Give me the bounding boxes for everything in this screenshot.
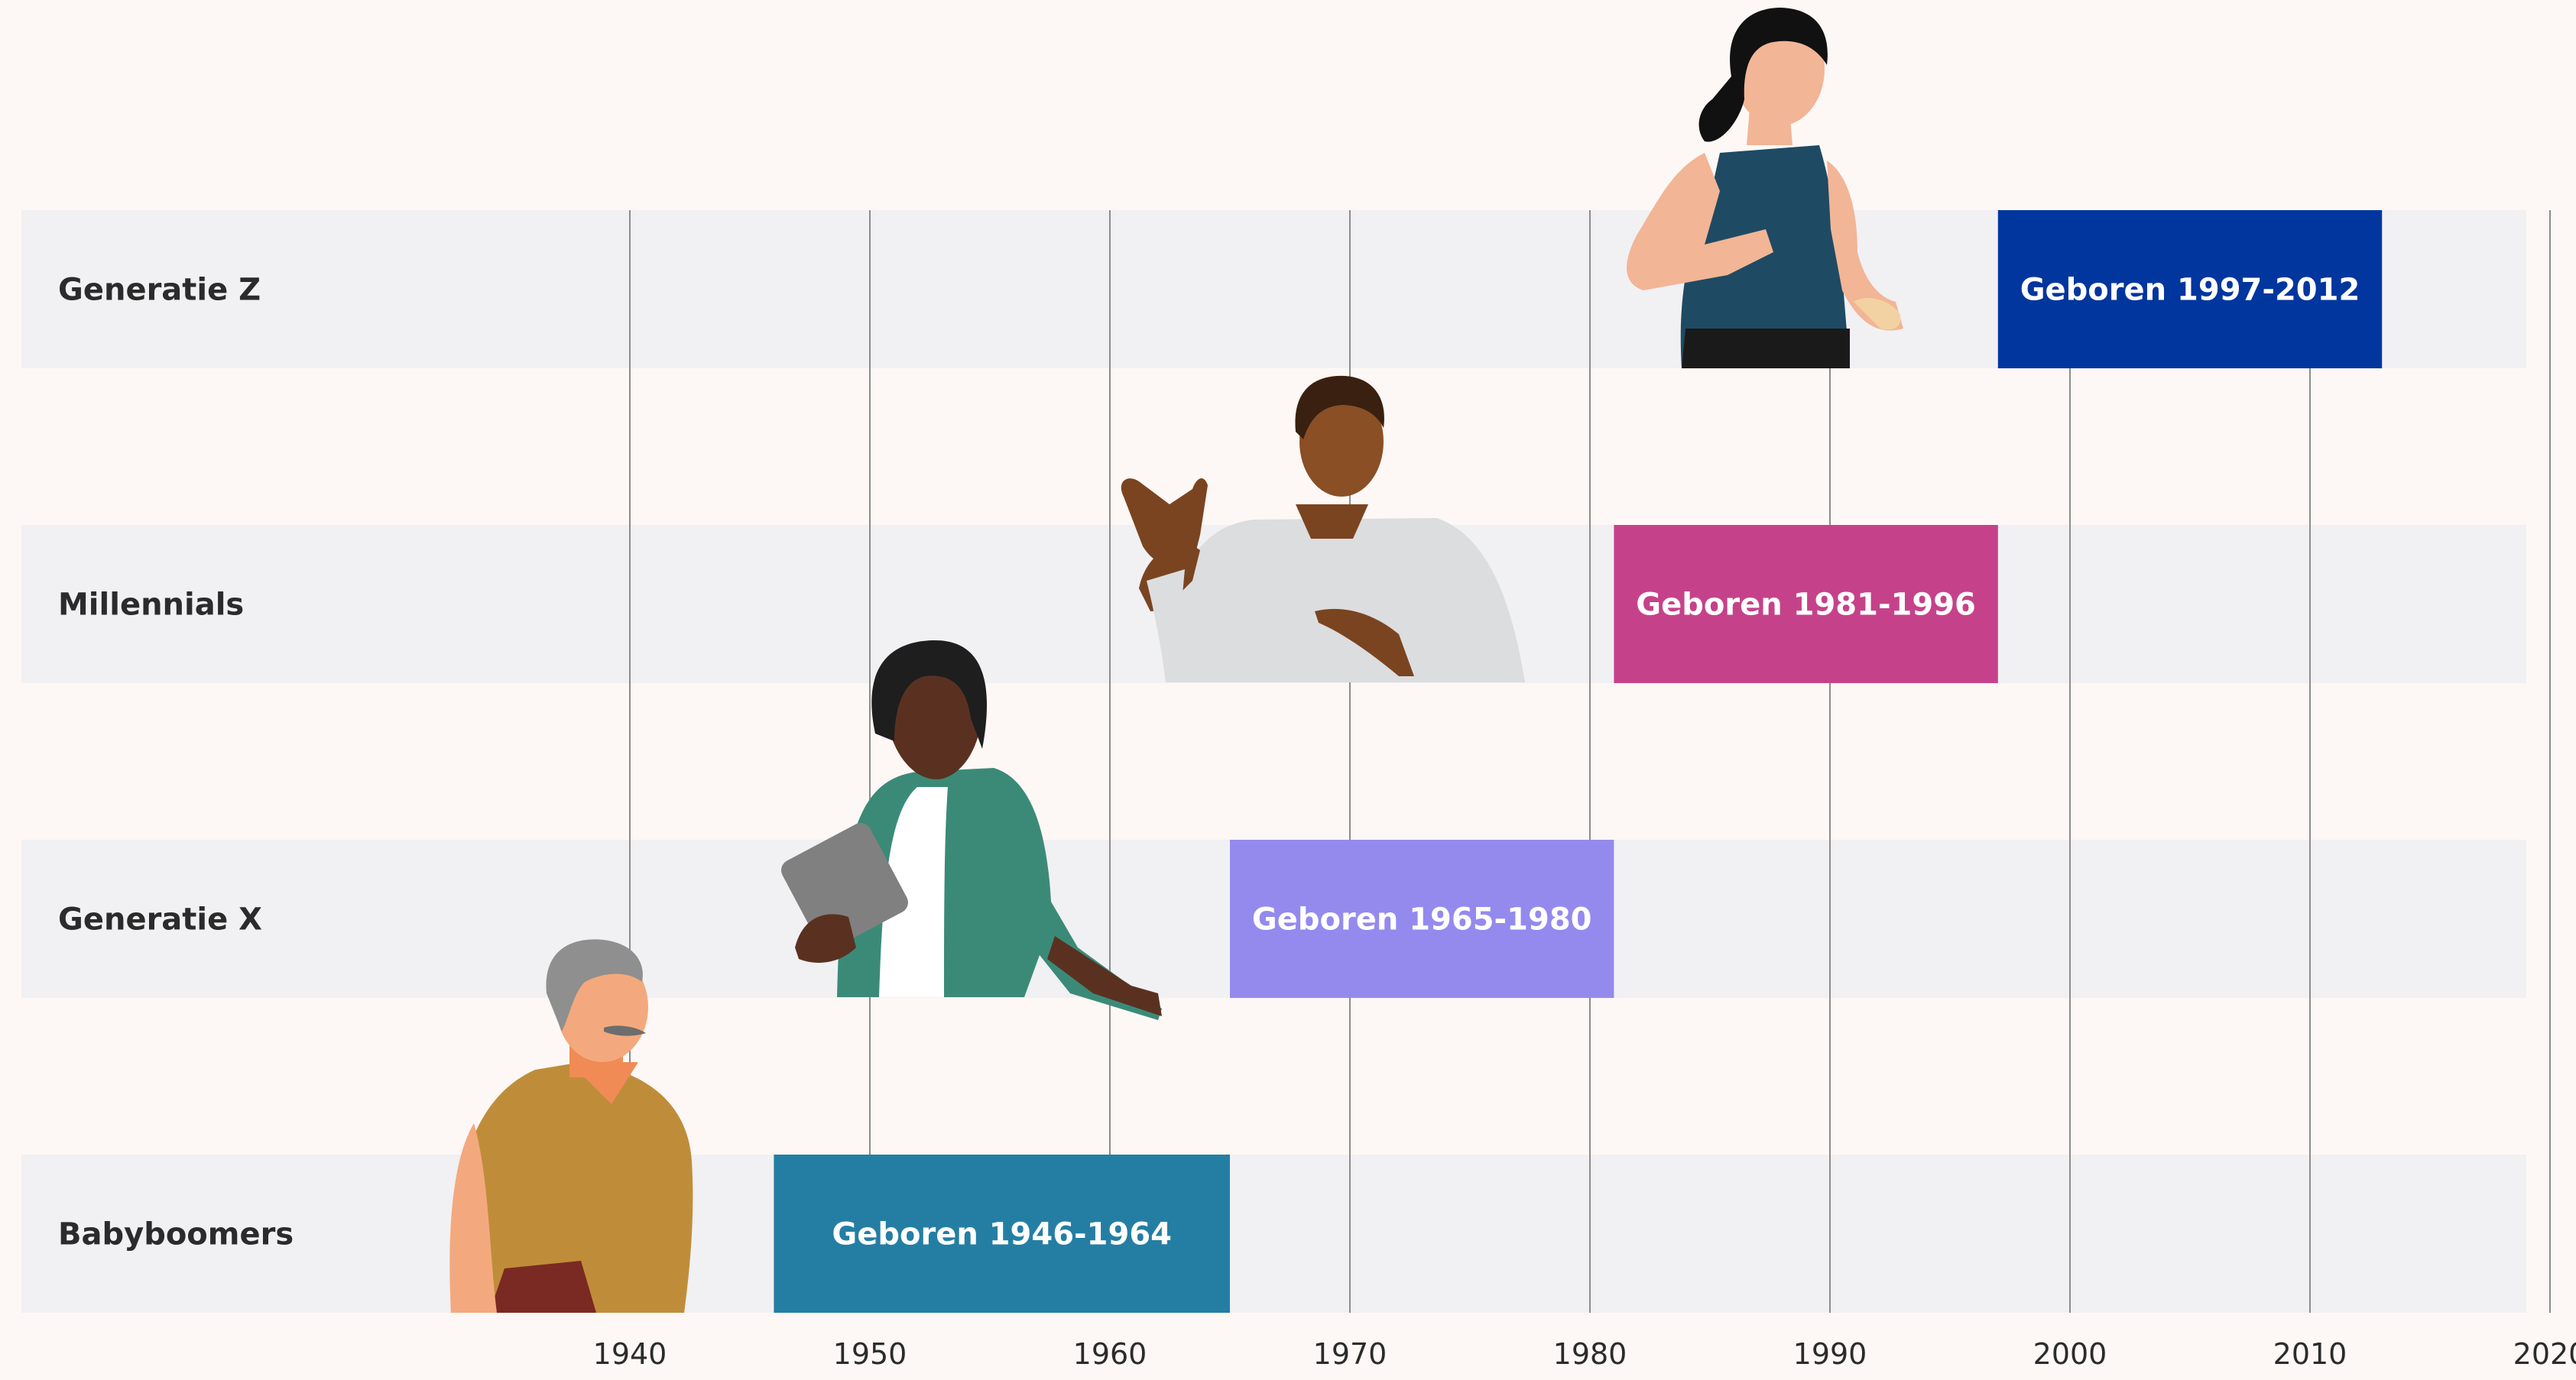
category-label: Generatie X bbox=[58, 902, 262, 938]
illustrations bbox=[449, 8, 1903, 1313]
woman-with-tablet-illustration bbox=[781, 640, 1162, 1020]
range-bar bbox=[1997, 210, 2383, 368]
row-band bbox=[21, 1155, 2526, 1313]
x-tick-label: 1950 bbox=[833, 1337, 907, 1371]
row-bands bbox=[21, 210, 2526, 1313]
x-tick-label: 1970 bbox=[1313, 1337, 1387, 1371]
range-bar bbox=[1230, 840, 1614, 998]
x-tick-label: 2010 bbox=[2273, 1337, 2347, 1371]
category-label: Millennials bbox=[58, 588, 244, 623]
x-tick-label: 1940 bbox=[593, 1337, 667, 1371]
category-label: Generatie Z bbox=[58, 273, 261, 308]
bars bbox=[774, 210, 2383, 1313]
bar-label: Geboren 1997-2012 bbox=[2020, 273, 2360, 308]
man-gesturing-illustration bbox=[1121, 375, 1525, 682]
range-bar bbox=[1614, 525, 1998, 683]
range-bar bbox=[774, 1155, 1230, 1313]
bar-label: Geboren 1981-1996 bbox=[1636, 588, 1976, 623]
category-label: Babyboomers bbox=[58, 1217, 294, 1252]
woman-runner-illustration bbox=[1627, 8, 1903, 368]
x-tick-label: 2000 bbox=[2033, 1337, 2107, 1371]
x-tick-label: 1960 bbox=[1073, 1337, 1147, 1371]
x-tick-label: 2020 bbox=[2513, 1337, 2576, 1371]
x-tick-label: 1990 bbox=[1793, 1337, 1867, 1371]
older-man-illustration bbox=[449, 939, 693, 1313]
bar-label: Geboren 1965-1980 bbox=[1252, 902, 1592, 938]
x-tick-label: 1980 bbox=[1553, 1337, 1627, 1371]
bar-label: Geboren 1946-1964 bbox=[832, 1217, 1172, 1252]
x-axis-ticks: 1940 1950 1960 1970 1980 1990 2000 2010 2020 bbox=[593, 1337, 2576, 1371]
